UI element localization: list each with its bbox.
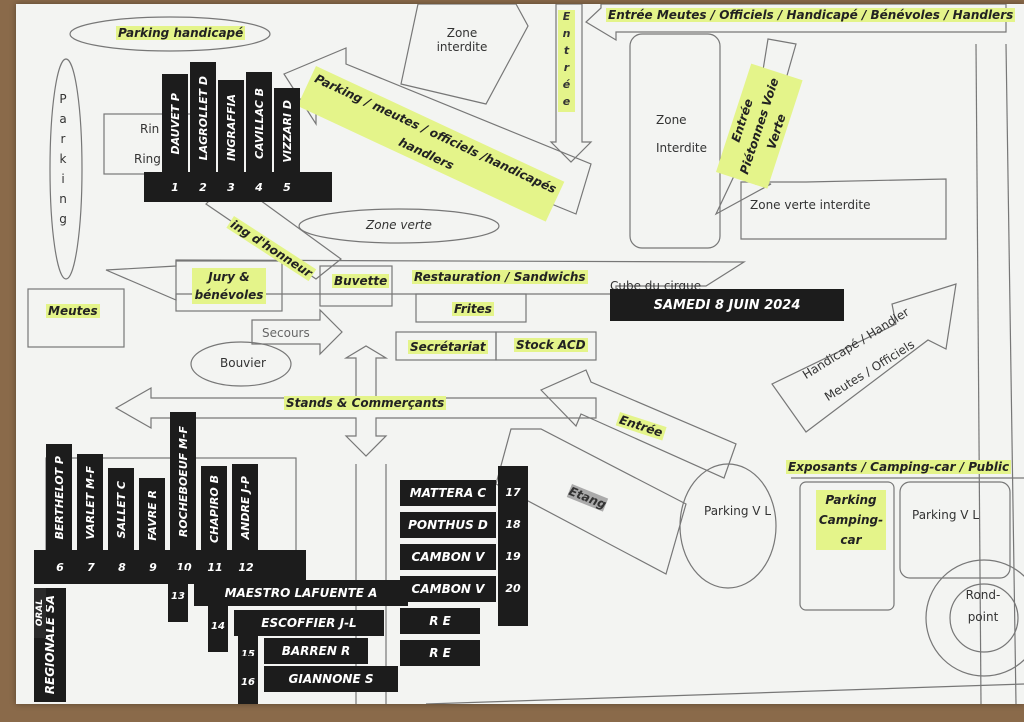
ring-name-column: CAVILLAC B <box>246 72 272 174</box>
ring-number: 4 <box>255 180 263 194</box>
ring-number: 7 <box>87 560 95 574</box>
ring-name: CHAPIRO B <box>207 475 221 543</box>
entree-meutes-label: Entrée Meutes / Officiels / Handicapé / … <box>606 8 1016 22</box>
stock-acd-label: Stock ACD <box>514 338 588 352</box>
ring-name: MATTERA C <box>400 480 496 506</box>
parking-vl-1-label: Parking V L <box>704 504 772 518</box>
ring-number: 3 <box>227 180 235 194</box>
ring-number: 8 <box>118 560 126 574</box>
stands-commercants-label: Stands & Commerçants <box>284 396 447 410</box>
ring-name: CAMBON V <box>400 576 496 602</box>
ring-name: BARREN R <box>264 638 368 664</box>
bouvier-label: Bouvier <box>220 356 266 370</box>
ring-name: R E <box>400 608 480 634</box>
buvette-label: Buvette <box>332 274 390 288</box>
exposants-label: Exposants / Camping-car / Public <box>786 460 1012 474</box>
ring-name-column: DAUVET P <box>162 74 188 174</box>
ring-label-partial-2: Ring <box>134 152 161 166</box>
ring-name-column: VARLET M-F <box>77 454 103 552</box>
rings-top-number-bar <box>144 172 332 202</box>
ring-name-column: ANDRE J-P <box>232 464 258 552</box>
oral-label: ORAL <box>35 599 45 627</box>
date-banner: SAMEDI 8 JUIN 2024 <box>610 289 844 321</box>
zone-verte-interdite-label: Zone verte interdite <box>750 198 871 212</box>
ring-name: GIANNONE S <box>264 666 398 692</box>
ring-name: PONTHUS D <box>400 512 496 538</box>
ring-name: FAVRE R <box>145 489 159 541</box>
ring-name: ANDRE J-P <box>238 476 252 540</box>
ring-name: LAGROLLET D <box>196 75 210 161</box>
parking-vertical-label: Parking <box>56 92 70 232</box>
ring-name: CAVILLAC B <box>252 87 266 159</box>
zone-verte-label: Zone verte <box>366 218 432 232</box>
ring-name: BERTHELOT P <box>52 456 66 540</box>
ring-name: CAMBON V <box>400 544 496 570</box>
oral-block: ORAL <box>34 588 46 638</box>
ring-name: DAUVET P <box>168 93 182 155</box>
secours-label: Secours <box>262 326 310 340</box>
ring-number: 18 <box>502 510 524 540</box>
ring-name-column: BERTHELOT P <box>46 444 72 552</box>
ring-number: 6 <box>56 560 64 574</box>
ring-number: 9 <box>149 560 157 574</box>
meutes-label: Meutes <box>46 304 100 318</box>
ring-number: 13 <box>168 570 188 622</box>
ring-name: ESCOFFIER J-L <box>234 610 384 636</box>
ring-number: 14 <box>208 600 228 652</box>
parking-vl-2-label: Parking V L <box>912 508 980 522</box>
ring-name-column: VIZZARI D <box>274 88 300 174</box>
ring-name: VARLET M-F <box>83 466 97 540</box>
ring-name: ROCHEBOEUF M-F <box>176 426 190 538</box>
frites-label: Frites <box>452 302 494 316</box>
ring-number: 16 <box>238 656 258 704</box>
rond-point-label: Rond-point <box>965 588 1001 624</box>
ring-name: INGRAFFIA <box>224 93 238 161</box>
jury-benevoles-label: Jury & bénévoles <box>192 268 266 304</box>
ring-number: 20 <box>502 574 524 604</box>
secretariat-label: Secrétariat <box>408 340 488 354</box>
ring-number: 17 <box>502 478 524 508</box>
ring-name-column: FAVRE R <box>139 478 165 552</box>
ring-label-partial-1: Rin <box>140 122 160 136</box>
zone-interdite-right-label: Zone Interdite <box>656 113 707 155</box>
ring-name: VIZZARI D <box>280 99 294 163</box>
ring-name-column: LAGROLLET D <box>190 62 216 174</box>
site-map: Parking handicapé Zone interdite Rin Rin… <box>16 4 1024 704</box>
ring-name: SALLET C <box>114 481 128 539</box>
ring-name-column: INGRAFFIA <box>218 80 244 174</box>
restauration-label: Restauration / Sandwichs <box>412 270 588 284</box>
ring-name: R E <box>400 640 480 666</box>
ring-number: 1 <box>171 180 179 194</box>
entree-vertical-label: Entrée <box>558 10 575 112</box>
ring-number: 2 <box>199 180 207 194</box>
parking-handicape-label: Parking handicapé <box>116 26 246 40</box>
ring-name-column: CHAPIRO B <box>201 466 227 552</box>
ring-number: 19 <box>502 542 524 572</box>
ring-name-column: SALLET C <box>108 468 134 552</box>
parking-camping-car-label: Parking Camping-car <box>816 490 886 550</box>
ring-number: 11 <box>207 560 223 574</box>
ring-number: 5 <box>283 180 291 194</box>
ring-number: 12 <box>238 560 254 574</box>
zone-interdite-top-label: Zone interdite <box>436 26 488 54</box>
ring-name-column: ROCHEBOEUF M-F <box>170 412 196 552</box>
ring-name: MAESTRO LAFUENTE A <box>194 580 408 606</box>
